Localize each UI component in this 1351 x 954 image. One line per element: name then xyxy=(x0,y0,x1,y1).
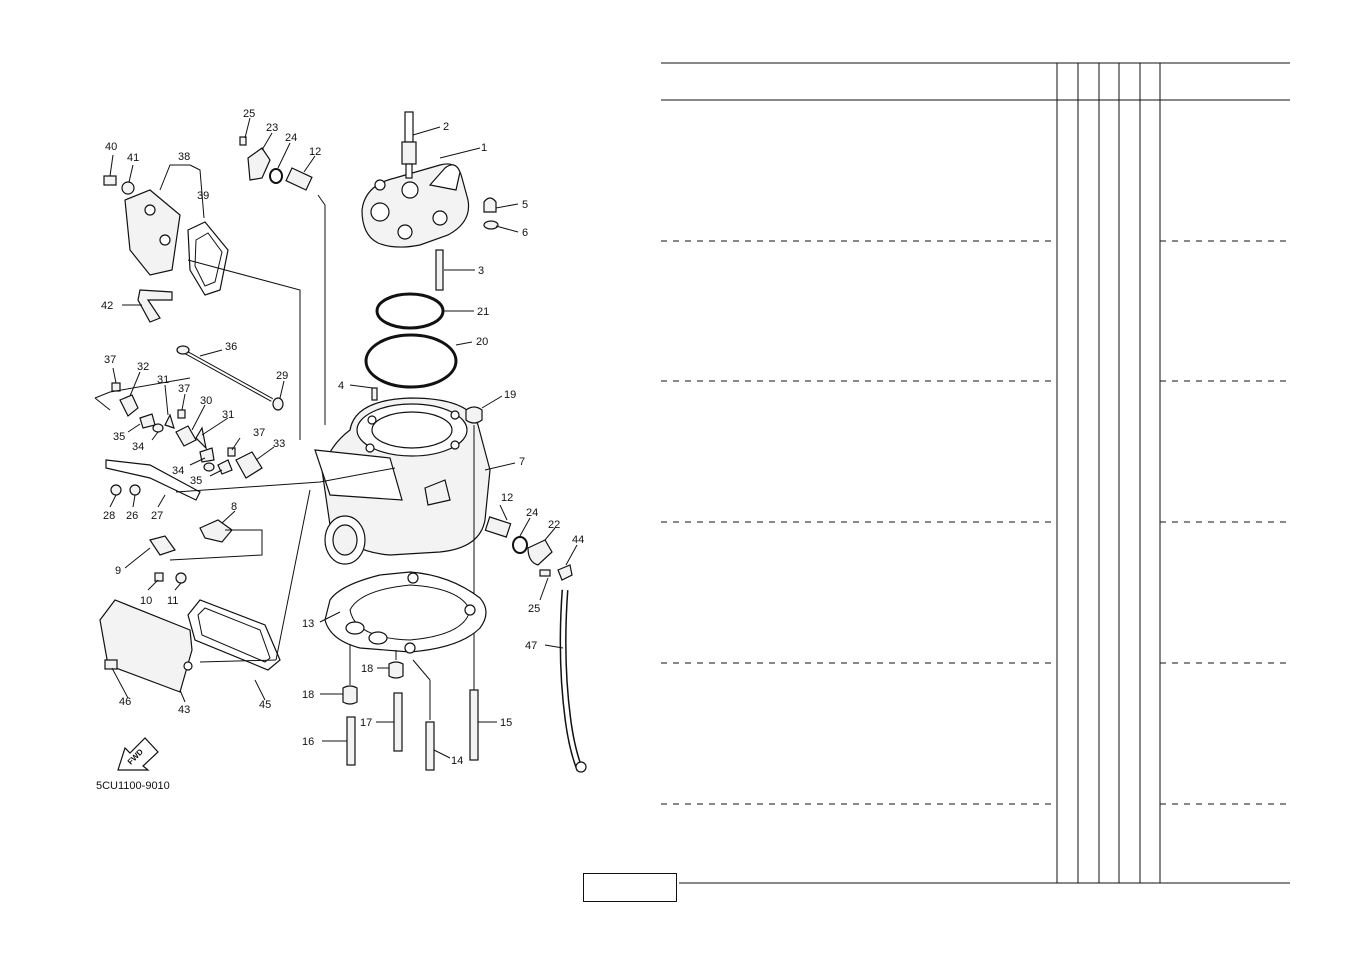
callout-19: 19 xyxy=(504,389,516,401)
spark-plug xyxy=(401,111,417,179)
callout-24a: 24 xyxy=(285,132,297,144)
lever-assembly xyxy=(105,459,233,584)
stud-15 xyxy=(469,689,479,761)
callout-20: 20 xyxy=(476,336,488,348)
callout-34b: 34 xyxy=(172,465,184,477)
power-valve-cover-top xyxy=(103,175,229,323)
callout-18a: 18 xyxy=(302,689,314,701)
fwd-arrow: FWD xyxy=(117,737,159,771)
base-gasket xyxy=(324,571,487,654)
callout-46: 46 xyxy=(119,696,131,708)
leader-lines xyxy=(109,117,578,759)
callout-15: 15 xyxy=(500,717,512,729)
callout-41: 41 xyxy=(127,152,139,164)
o-ring-20 xyxy=(364,333,458,389)
callout-8: 8 xyxy=(231,501,237,513)
o-ring-21 xyxy=(375,292,445,330)
callout-12b: 12 xyxy=(501,492,513,504)
callout-47: 47 xyxy=(525,640,537,652)
callout-17: 17 xyxy=(360,717,372,729)
washer-6 xyxy=(483,220,499,230)
callouts: 1 2 3 4 5 6 7 8 9 10 11 12 12 13 14 15 1… xyxy=(101,108,584,767)
dowel-4 xyxy=(371,387,378,401)
callout-11: 11 xyxy=(167,595,178,607)
callout-9: 9 xyxy=(115,565,121,577)
callout-18b: 18 xyxy=(361,663,373,675)
callout-14: 14 xyxy=(451,755,463,767)
valve-cover-top xyxy=(239,136,313,191)
callout-25a: 25 xyxy=(243,108,255,120)
cylinder-head xyxy=(361,163,470,248)
callout-3: 3 xyxy=(478,265,484,277)
callout-10: 10 xyxy=(140,595,152,607)
callout-2: 2 xyxy=(443,121,449,133)
callout-12a: 12 xyxy=(309,146,321,158)
callout-27: 27 xyxy=(151,510,163,522)
callout-34a: 34 xyxy=(132,441,144,453)
callout-42: 42 xyxy=(101,300,113,312)
callout-30: 30 xyxy=(200,395,212,407)
diagram-code: 5CU1100-9010 xyxy=(96,780,170,792)
callout-5: 5 xyxy=(522,199,528,211)
callout-1: 1 xyxy=(481,142,487,154)
callout-26: 26 xyxy=(126,510,138,522)
callout-25b: 25 xyxy=(528,603,540,615)
callout-33: 33 xyxy=(273,438,285,450)
valve-cap-right xyxy=(484,516,573,581)
callout-39: 39 xyxy=(197,190,209,202)
callout-45: 45 xyxy=(259,699,271,711)
callout-35a: 35 xyxy=(113,431,125,443)
callout-23: 23 xyxy=(266,122,278,134)
callout-29: 29 xyxy=(276,370,288,382)
callout-31a: 31 xyxy=(157,374,169,386)
callout-32: 32 xyxy=(137,361,149,373)
callout-13: 13 xyxy=(302,618,314,630)
callout-36: 36 xyxy=(225,341,237,353)
page-reference-box xyxy=(583,873,677,902)
callout-44: 44 xyxy=(572,534,584,546)
callout-37a: 37 xyxy=(104,354,116,366)
callout-16: 16 xyxy=(302,736,314,748)
callout-7: 7 xyxy=(519,456,525,468)
nut-5 xyxy=(483,197,497,213)
stud-3 xyxy=(435,249,444,291)
bushing-18a xyxy=(342,685,358,705)
callout-4: 4 xyxy=(338,380,344,392)
callout-40: 40 xyxy=(105,141,117,153)
gasket-45 xyxy=(187,599,281,671)
valve-shaft-36 xyxy=(176,345,273,402)
callout-24b: 24 xyxy=(526,507,538,519)
linkage-left xyxy=(111,382,263,479)
bolt-19 xyxy=(465,406,483,700)
callout-28: 28 xyxy=(103,510,115,522)
callout-22: 22 xyxy=(548,519,560,531)
callout-21: 21 xyxy=(477,306,489,318)
callout-37b: 37 xyxy=(178,383,190,395)
callout-43: 43 xyxy=(178,704,190,716)
callout-35b: 35 xyxy=(190,475,202,487)
stud-14 xyxy=(425,721,435,771)
callout-37c: 37 xyxy=(253,427,265,439)
callout-6: 6 xyxy=(522,227,528,239)
washer-29 xyxy=(272,397,284,411)
cylinder xyxy=(314,397,491,565)
bushing-18b xyxy=(388,661,404,679)
side-cover-43 xyxy=(99,599,193,693)
callout-31b: 31 xyxy=(222,409,234,421)
callout-38: 38 xyxy=(178,151,190,163)
